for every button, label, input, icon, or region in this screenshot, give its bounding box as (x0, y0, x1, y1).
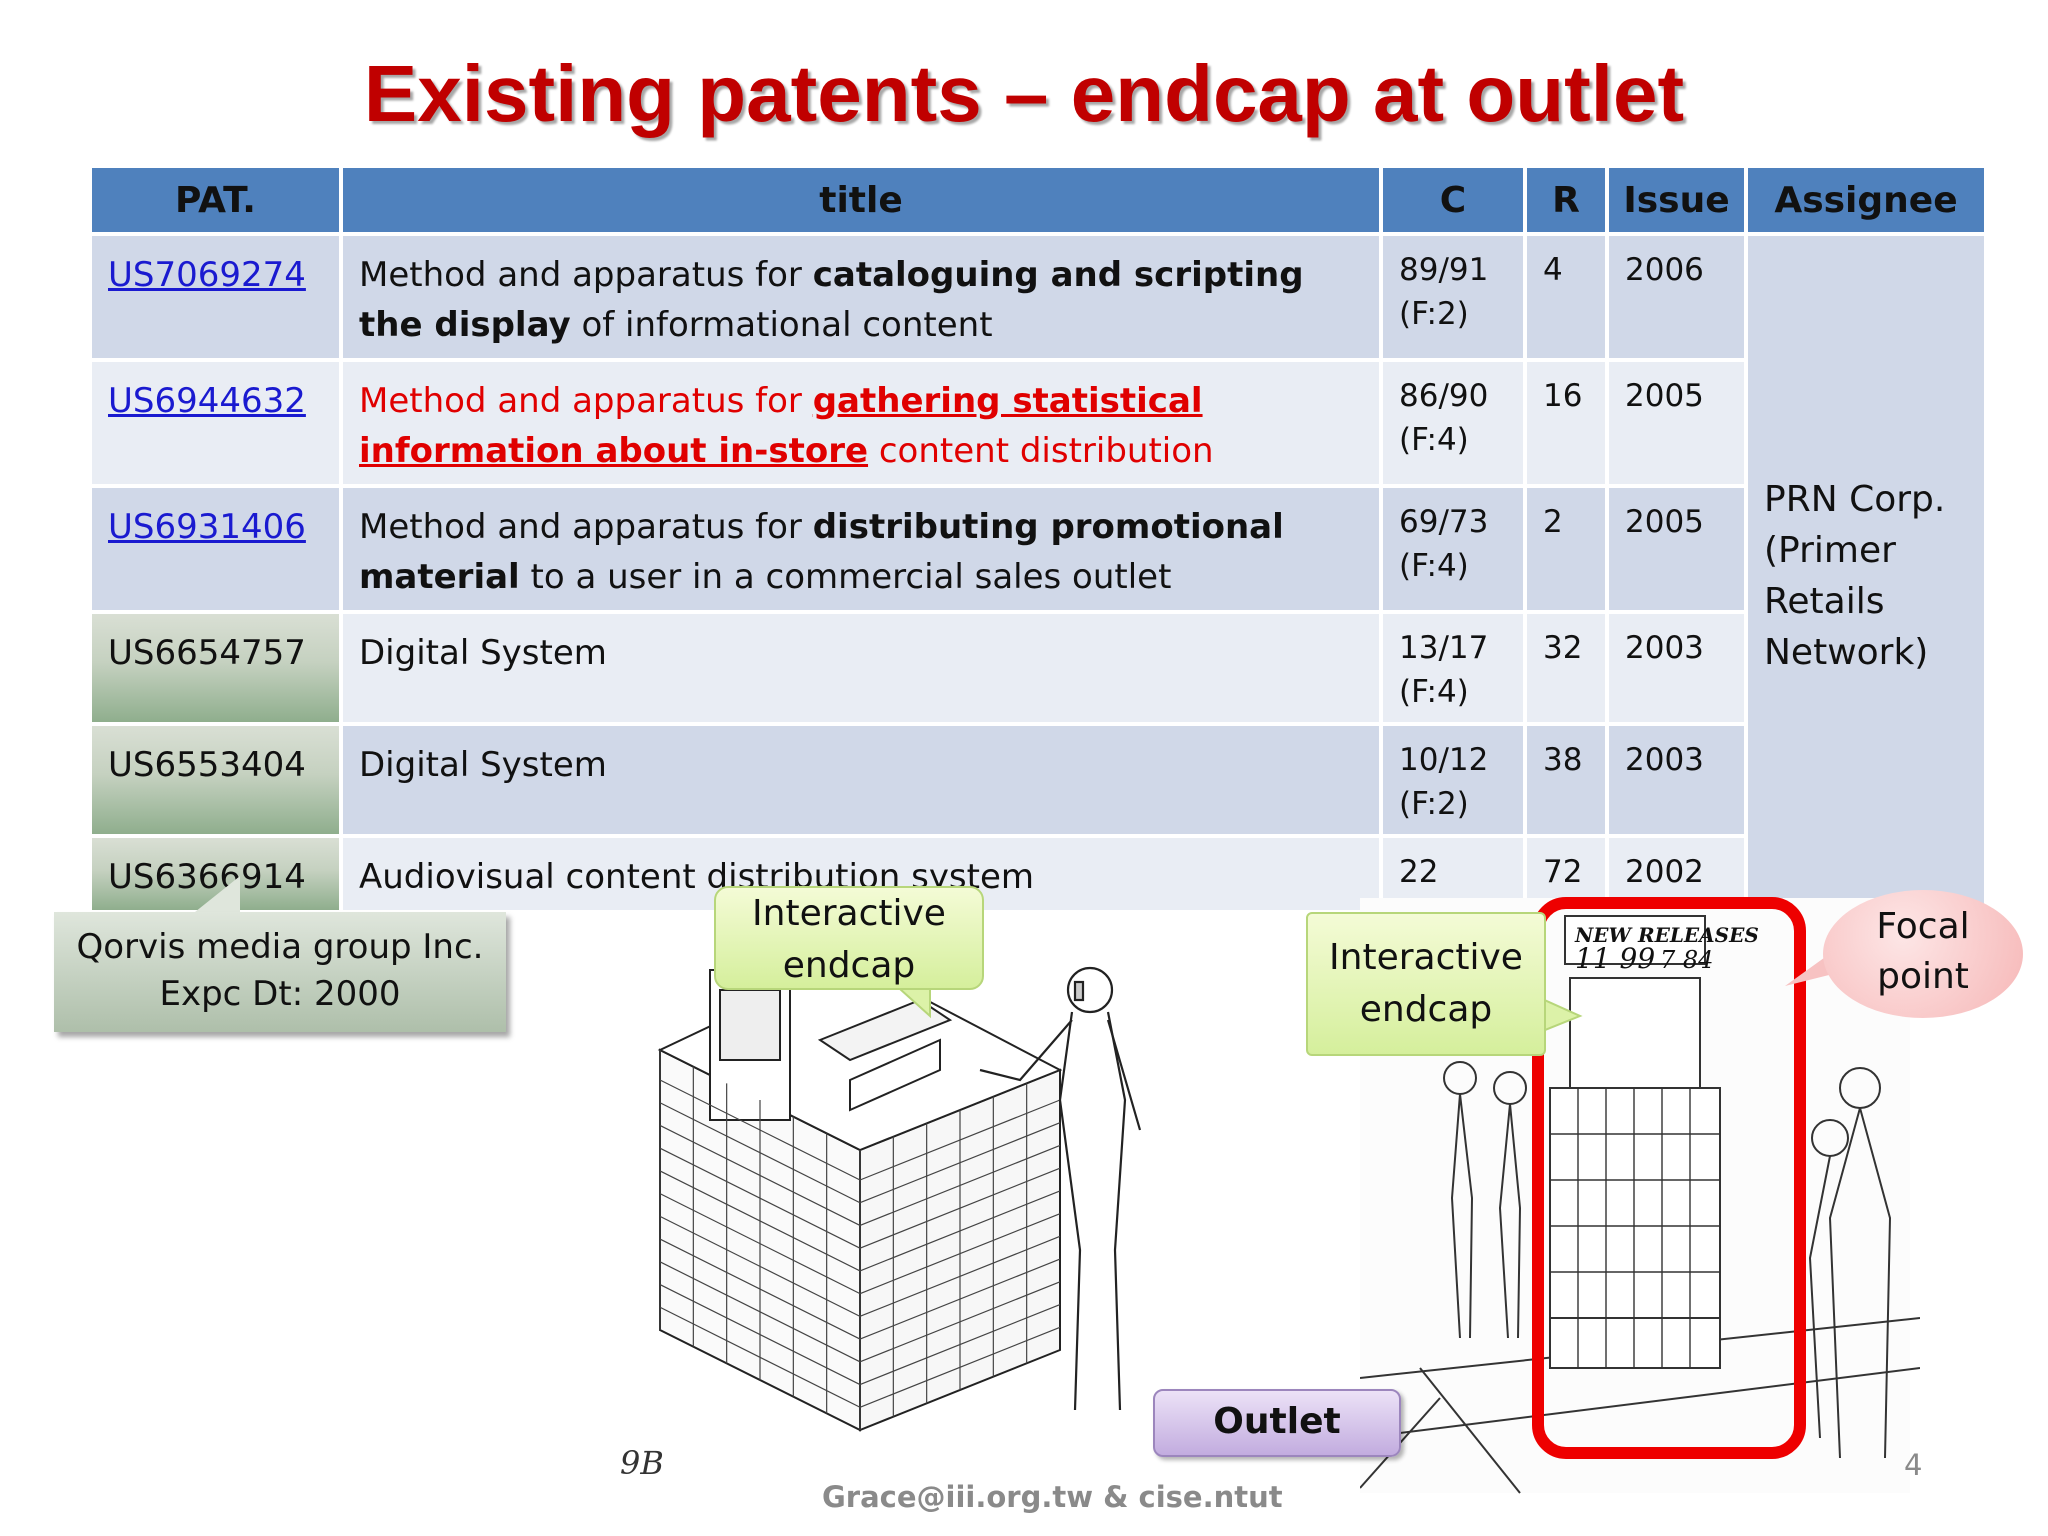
qorvis-expiry: Expc Dt: 2000 (54, 971, 506, 1018)
col-header-assignee: Assignee (1748, 168, 1984, 232)
patent-title: Method and apparatus for cataloguing and… (343, 236, 1379, 358)
table-row: US7069274 Method and apparatus for catal… (92, 236, 1984, 358)
refs-cell: 2 (1527, 488, 1605, 610)
patent-link-us7069274[interactable]: US7069274 (108, 255, 306, 295)
slide-title: Existing patents – endcap at outlet (0, 48, 2048, 140)
patent-table: PAT. title C R Issue Assignee US7069274 … (88, 164, 1988, 914)
patent-title: Digital System (343, 614, 1379, 722)
claims-cell: 13/17(F:4) (1383, 614, 1523, 722)
patent-title: Method and apparatus for distributing pr… (343, 488, 1379, 610)
table-row: US6654757 Digital System 13/17(F:4) 32 2… (92, 614, 1984, 722)
focal-point-callout: Focal point (1823, 890, 2023, 1018)
patent-title: Digital System (343, 726, 1379, 834)
patent-number: US6553404 (92, 726, 339, 834)
claims-cell: 10/12(F:2) (1383, 726, 1523, 834)
footer-credit: Grace@iii.org.tw & cise.ntut (822, 1480, 1283, 1514)
patent-link-us6944632[interactable]: US6944632 (108, 381, 306, 421)
interactive-endcap-callout-left: Interactive endcap (714, 886, 984, 990)
focal-highlight-box (1530, 895, 1810, 1465)
interactive-endcap-callout-right: Interactive endcap (1306, 912, 1546, 1056)
issue-cell: 2003 (1609, 614, 1744, 722)
assignee-cell: PRN Corp. (Primer Retails Network) (1748, 236, 1984, 910)
patent-link-us6931406[interactable]: US6931406 (108, 507, 306, 547)
claims-cell: 86/90(F:4) (1383, 362, 1523, 484)
page-number: 4 (1904, 1448, 1922, 1482)
col-header-r: R (1527, 168, 1605, 232)
refs-cell: 16 (1527, 362, 1605, 484)
table-row: US6944632 Method and apparatus for gathe… (92, 362, 1984, 484)
patent-signature: 9B (620, 1444, 664, 1482)
refs-cell: 4 (1527, 236, 1605, 358)
col-header-c: C (1383, 168, 1523, 232)
refs-cell: 32 (1527, 614, 1605, 722)
issue-cell: 2003 (1609, 726, 1744, 834)
col-header-issue: Issue (1609, 168, 1744, 232)
issue-cell: 2005 (1609, 488, 1744, 610)
table-header-row: PAT. title C R Issue Assignee (92, 168, 1984, 232)
table-row: US6553404 Digital System 10/12(F:2) 38 2… (92, 726, 1984, 834)
outlet-label: Outlet (1153, 1389, 1401, 1457)
interactive-callout-right-pointer (1540, 998, 1590, 1038)
claims-cell: 69/73(F:4) (1383, 488, 1523, 610)
col-header-pat: PAT. (92, 168, 339, 232)
qorvis-name: Qorvis media group Inc. (54, 924, 506, 971)
claims-cell: 89/91(F:2) (1383, 236, 1523, 358)
patent-number: US6654757 (92, 614, 339, 722)
issue-cell: 2006 (1609, 236, 1744, 358)
refs-cell: 38 (1527, 726, 1605, 834)
col-header-title: title (343, 168, 1379, 232)
patent-title: Method and apparatus for gathering stati… (343, 362, 1379, 484)
table-row: US6931406 Method and apparatus for distr… (92, 488, 1984, 610)
qorvis-callout: Qorvis media group Inc. Expc Dt: 2000 (54, 912, 506, 1032)
qorvis-callout-pointer (180, 876, 250, 916)
issue-cell: 2005 (1609, 362, 1744, 484)
